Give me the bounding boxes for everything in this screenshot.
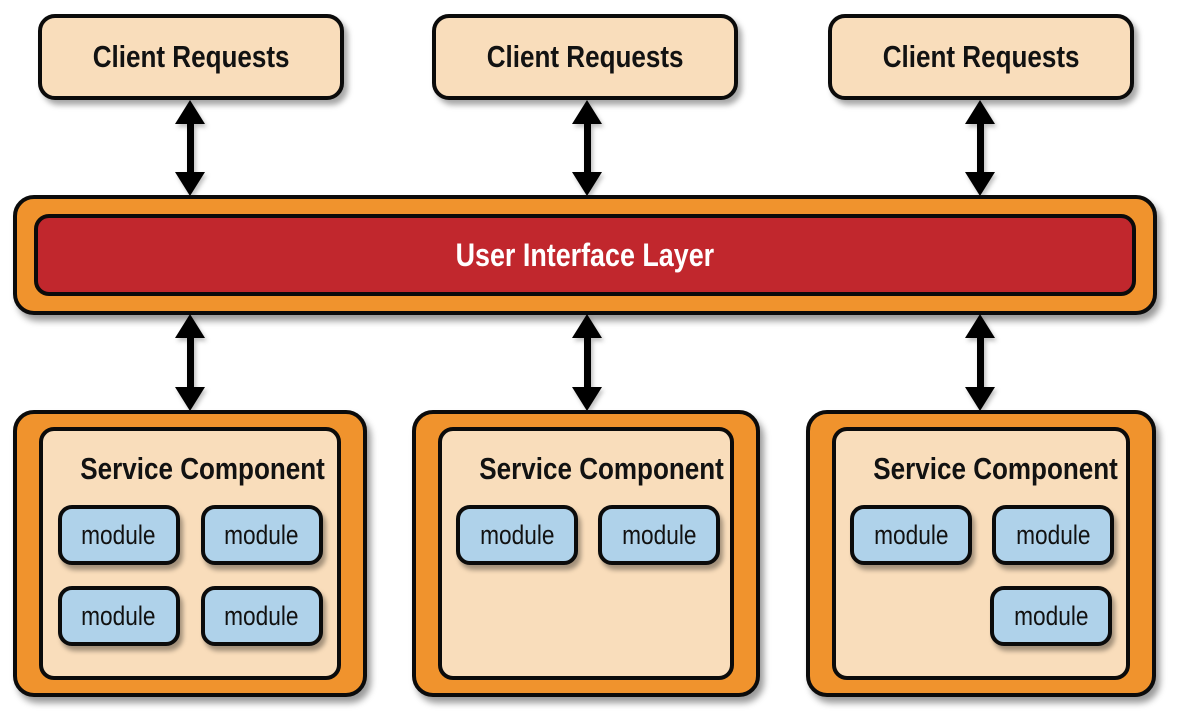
arrow-head-down-icon <box>175 172 205 196</box>
module-box: module <box>598 505 720 565</box>
service-component-inner: Service Component module module module <box>832 427 1130 680</box>
arrow-head-up-icon <box>965 100 995 124</box>
module-label: module <box>81 519 156 550</box>
module-grid: module module module <box>850 505 1114 646</box>
bidirectional-arrow-icon <box>572 314 602 411</box>
module-row: module module <box>456 505 720 565</box>
module-label: module <box>621 519 697 550</box>
service-component-box-2: Service Component module module <box>412 410 760 697</box>
arrow-head-down-icon <box>175 387 205 411</box>
module-label: module <box>479 519 555 550</box>
service-component-inner: Service Component module module <box>438 427 734 680</box>
module-box: module <box>850 505 972 565</box>
module-box: module <box>200 505 323 565</box>
module-box: module <box>200 586 323 646</box>
bidirectional-arrow-icon <box>175 314 205 411</box>
arrow-shaft <box>976 124 984 172</box>
module-box: module <box>456 505 578 565</box>
module-row: module module <box>850 505 1114 565</box>
service-component-title: Service Component <box>479 451 724 486</box>
arrow-head-up-icon <box>572 100 602 124</box>
client-requests-box-3: Client Requests <box>828 14 1134 100</box>
arrow-shaft <box>583 124 591 172</box>
arrow-head-down-icon <box>965 172 995 196</box>
module-row: module module <box>57 586 323 646</box>
arrow-head-down-icon <box>572 172 602 196</box>
module-label: module <box>224 600 299 631</box>
arrow-head-down-icon <box>965 387 995 411</box>
module-grid: module module module module <box>57 505 323 646</box>
module-box: module <box>992 505 1114 565</box>
bidirectional-arrow-icon <box>965 314 995 411</box>
arrow-shaft <box>186 338 194 387</box>
service-component-box-3: Service Component module module module <box>806 410 1156 697</box>
module-box: module <box>990 586 1112 646</box>
client-requests-label: Client Requests <box>882 39 1080 74</box>
user-interface-layer-bar: User Interface Layer <box>34 214 1136 296</box>
arrow-shaft <box>186 124 194 172</box>
arrow-head-down-icon <box>572 387 602 411</box>
service-component-title: Service Component <box>873 451 1118 486</box>
module-row: module <box>850 586 1112 646</box>
bidirectional-arrow-icon <box>572 100 602 196</box>
arrow-head-up-icon <box>965 314 995 338</box>
arrow-shaft <box>583 338 591 387</box>
client-requests-box-1: Client Requests <box>38 14 344 100</box>
service-component-title: Service Component <box>80 451 325 486</box>
arrow-head-up-icon <box>175 100 205 124</box>
arrow-head-up-icon <box>572 314 602 338</box>
user-interface-layer-outer: User Interface Layer <box>13 195 1157 315</box>
service-component-box-1: Service Component module module module <box>13 410 367 697</box>
arrow-head-up-icon <box>175 314 205 338</box>
client-requests-label: Client Requests <box>486 39 684 74</box>
module-grid: module module <box>456 505 720 565</box>
module-label: module <box>1015 519 1091 550</box>
user-interface-layer-label: User Interface Layer <box>455 236 715 273</box>
bidirectional-arrow-icon <box>175 100 205 196</box>
module-label: module <box>224 519 299 550</box>
module-box: module <box>57 586 180 646</box>
arrow-shaft <box>976 338 984 387</box>
module-label: module <box>873 519 949 550</box>
module-box: module <box>57 505 180 565</box>
module-row: module module <box>57 505 323 565</box>
module-label: module <box>1013 600 1089 631</box>
service-component-inner: Service Component module module module <box>39 427 341 680</box>
client-requests-box-2: Client Requests <box>432 14 738 100</box>
client-requests-label: Client Requests <box>92 39 290 74</box>
bidirectional-arrow-icon <box>965 100 995 196</box>
module-label: module <box>81 600 156 631</box>
